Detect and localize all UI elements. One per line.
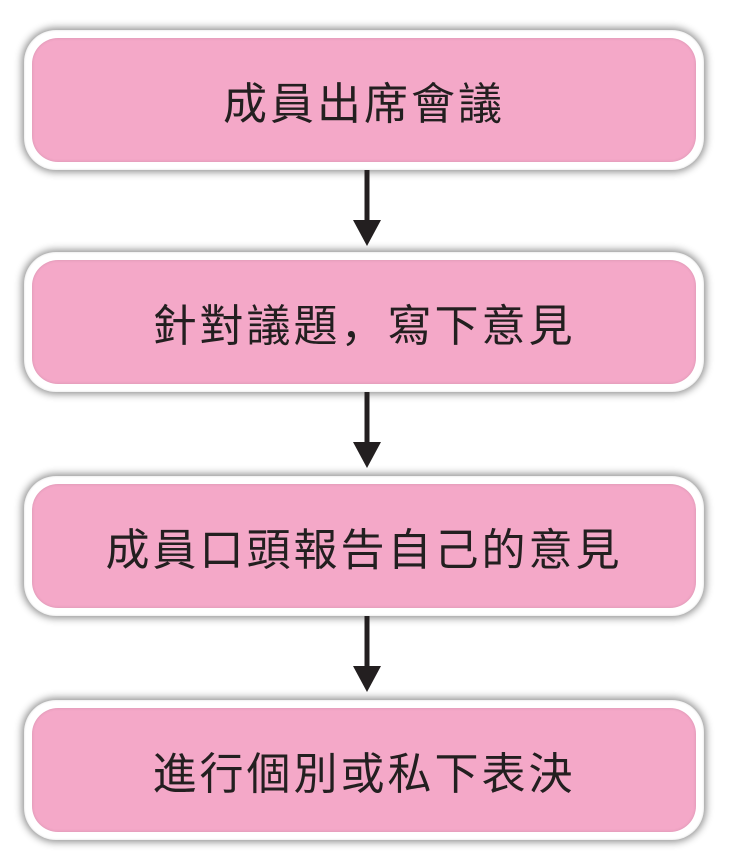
flow-step-3: 成員口頭報告自己的意見	[24, 476, 704, 616]
flow-step-1: 成員出席會議	[24, 30, 704, 170]
flow-step-4-box: 進行個別或私下表決	[32, 708, 696, 832]
flow-step-3-label: 成員口頭報告自己的意見	[105, 525, 623, 576]
down-arrow-icon	[353, 170, 381, 246]
flow-step-1-box: 成員出席會議	[32, 38, 696, 162]
flow-step-4: 進行個別或私下表決	[24, 700, 704, 840]
flow-step-2-box: 針對議題，寫下意見	[32, 260, 696, 384]
flow-step-3-box: 成員口頭報告自己的意見	[32, 484, 696, 608]
flow-step-2: 針對議題，寫下意見	[24, 252, 704, 392]
flow-step-2-label: 針對議題，寫下意見	[152, 301, 576, 352]
flow-step-1-label: 成員出席會議	[223, 79, 505, 130]
down-arrow-icon	[353, 392, 381, 468]
flow-step-4-label: 進行個別或私下表決	[152, 749, 576, 800]
down-arrow-icon	[353, 616, 381, 692]
